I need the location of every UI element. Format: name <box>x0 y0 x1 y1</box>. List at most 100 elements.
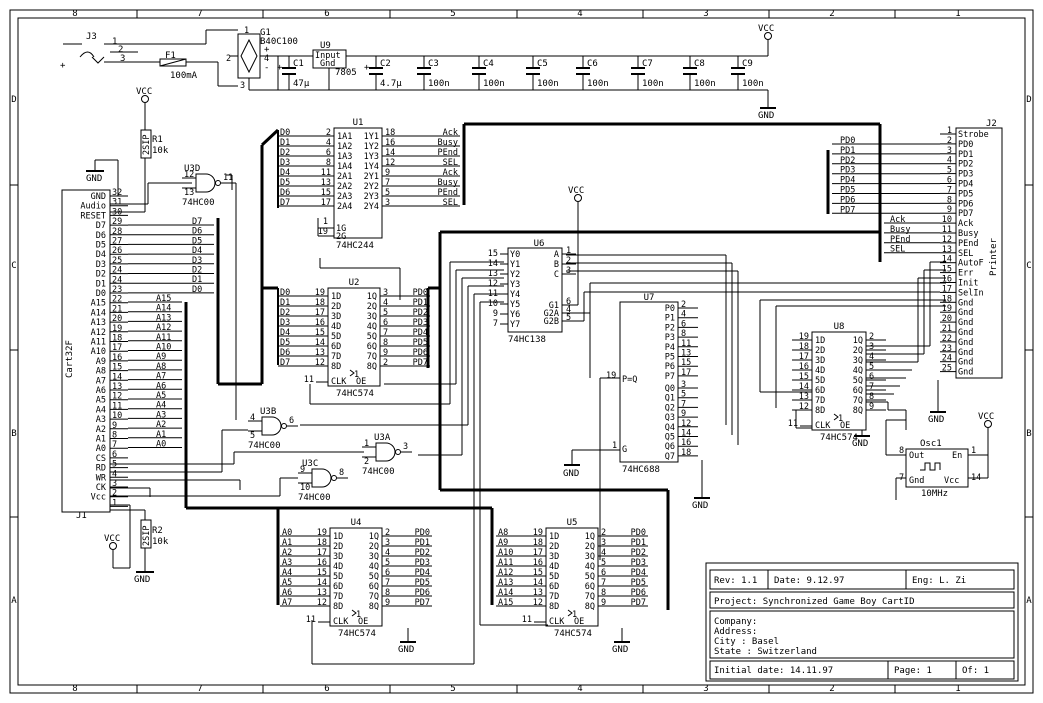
j2-pin-num: 6 <box>947 176 952 186</box>
cap-value: 100n <box>483 79 505 89</box>
u2-left-net: D3 <box>280 318 290 328</box>
u2-right-net: PD1 <box>413 298 428 308</box>
rev-label: Rev: 1.1 <box>714 576 757 586</box>
u2-right-net: PD5 <box>413 338 428 348</box>
svg-text:Gnd: Gnd <box>909 476 924 486</box>
cart-data-net: D1 <box>192 275 202 285</box>
cart-part: Cart32F <box>65 340 75 378</box>
u4-right-net: PD2 <box>415 548 430 558</box>
gate-in2: 10 <box>300 483 310 493</box>
j2-pin-name: Gnd <box>958 298 973 308</box>
svg-text:GND: GND <box>86 174 102 184</box>
cart-address-net: A2 <box>156 420 166 430</box>
f1-value: 100mA <box>170 71 198 81</box>
u5-right-net: PD2 <box>631 548 646 558</box>
u4-left-net: A6 <box>282 588 292 598</box>
u8-right-pin: 5Q <box>853 376 863 386</box>
u2-right-pin: 7Q <box>367 352 377 362</box>
frame-col-bottom: 3 <box>703 684 708 694</box>
svg-text:3: 3 <box>240 81 245 91</box>
u1-left-net: D4 <box>280 168 290 178</box>
u7-q-num: 12 <box>681 419 691 429</box>
u6-left-num: 14 <box>488 259 498 269</box>
svg-text:GND: GND <box>692 501 708 511</box>
cart-pin-number: 13 <box>112 382 122 392</box>
u7-part: 74HC688 <box>622 465 660 475</box>
u4-ref: U4 <box>351 518 362 528</box>
cart-address-net: A15 <box>156 294 171 304</box>
cart-pin-name: D7 <box>96 221 106 231</box>
cap-value: 100n <box>537 79 559 89</box>
u1-left-net: D2 <box>280 148 290 158</box>
u5-left-num: 17 <box>533 548 543 558</box>
u4-right-num: 5 <box>385 558 390 568</box>
u5-left-pin: 6D <box>549 582 559 592</box>
j2-pin-name: PD7 <box>958 209 973 219</box>
u4-left-num: 15 <box>317 568 327 578</box>
cart-pin-name: A9 <box>96 357 106 367</box>
cap-ref: C9 <box>742 59 753 69</box>
j2-pin-num: 23 <box>942 344 952 354</box>
u1-g2: 2G <box>336 232 346 242</box>
j3-ref: J3 <box>86 32 97 42</box>
city-label: City : Basel <box>714 637 779 647</box>
u2-ref: U2 <box>349 278 360 288</box>
cart-pin-number: 20 <box>112 314 122 324</box>
u5-right-num: 3 <box>601 538 606 548</box>
u6-left-pin: Y6 <box>510 310 520 320</box>
j2-pin-num: 16 <box>942 275 952 285</box>
cap-value: 47µ <box>293 79 310 89</box>
r1-value: 10k <box>152 146 169 156</box>
gate-ref: U3B <box>260 407 276 417</box>
u8-left-num: 15 <box>799 372 809 382</box>
j2-pin-name: PD3 <box>958 170 973 180</box>
u2-left-net: D6 <box>280 348 290 358</box>
cart-pin-number: 27 <box>112 237 122 247</box>
u8-right-pin: 8Q <box>853 406 863 416</box>
u7-q-num: 9 <box>681 409 686 419</box>
u5-right-net: PD3 <box>631 558 646 568</box>
cart-pin-name: GND <box>91 192 106 202</box>
company-label: Company: <box>714 617 757 627</box>
u8-body <box>811 331 867 431</box>
u6-right-num: 4 <box>566 305 571 315</box>
u7-p-num: 8 <box>681 329 686 339</box>
cart-pin-number: 4 <box>112 469 117 479</box>
j2-pin-name: PEnd <box>958 239 978 249</box>
u4-left-num: 19 <box>317 528 327 538</box>
j2-pin-name: Ack <box>958 219 973 229</box>
u8-right-pin: 6Q <box>853 386 863 396</box>
u5-right-pin: 8Q <box>585 602 595 612</box>
u8-left-num: 18 <box>799 342 809 352</box>
svg-text:4: 4 <box>264 54 269 64</box>
u2-right-pin: 1Q <box>367 292 377 302</box>
u1-left-pin: 1A2 <box>337 142 352 152</box>
u2-left-pin: 6D <box>331 342 341 352</box>
j2-status-net: Ack <box>890 215 905 225</box>
cart-pin-name: D5 <box>96 241 106 251</box>
cart-pin-number: 11 <box>112 401 122 411</box>
u6-left-num: 7 <box>493 319 498 329</box>
u5-left-pin: 2D <box>549 542 559 552</box>
cart-pin-name: A10 <box>91 347 106 357</box>
u2-left-pin: 8D <box>331 362 341 372</box>
u2-right-pin: 5Q <box>367 332 377 342</box>
cart-pin-number: 28 <box>112 227 122 237</box>
u6-right-num: 6 <box>566 297 571 307</box>
u2-right-pin: 3Q <box>367 312 377 322</box>
cap-value: 100n <box>742 79 764 89</box>
date-label: Date: 9.12.97 <box>774 576 844 586</box>
u2-right-net: PD6 <box>413 348 428 358</box>
u5-right-pin: 1Q <box>585 532 595 542</box>
cart-address-net: A6 <box>156 381 166 391</box>
u1-left-num: 8 <box>326 158 331 168</box>
j2-pin-name: SEL <box>958 249 973 259</box>
u4-left-pin: 1D <box>333 532 343 542</box>
u5-left-net: A9 <box>498 538 508 548</box>
u7-p-num: 11 <box>681 339 691 349</box>
frame-col-bottom: 5 <box>450 684 455 694</box>
u8-left-pin: 8D <box>815 406 825 416</box>
u6-left-pin: Y2 <box>510 270 520 280</box>
